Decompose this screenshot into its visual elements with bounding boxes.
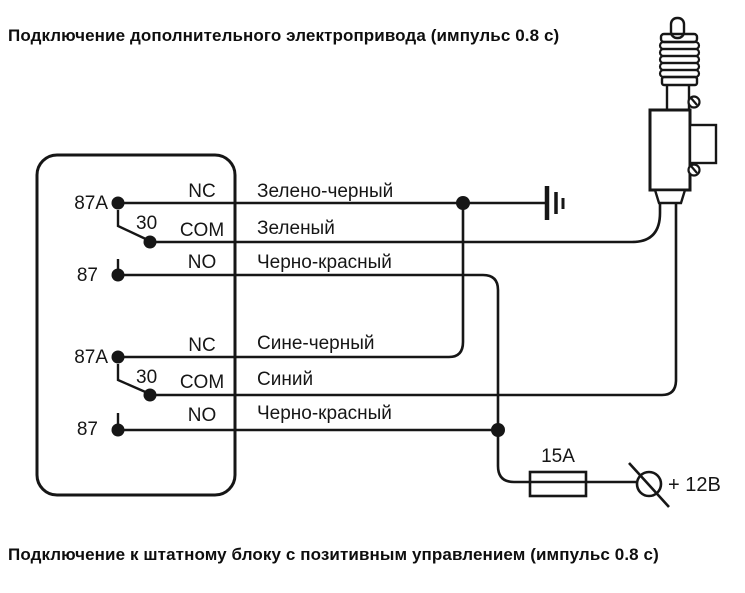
wire-blue-black [118,203,465,359]
page-title-bottom: Подключение к штатному блоку с позитивны… [8,545,659,564]
junction-dot-power [491,423,505,437]
actuator-collar [660,75,699,87]
actuator-body [648,108,692,192]
pin-label-87a-1: 87A [74,193,108,214]
contact-label-nc-1: NC [188,181,216,202]
actuator-wire-boot [653,188,687,205]
contact-label-no-1: NO [187,252,217,273]
chassis-ground-icon [544,186,565,220]
pin-label-30-1: 30 [136,213,158,234]
actuator-side-connector [688,123,718,165]
wire-label-green-black: Зелено-черный [257,181,394,202]
contact-label-nc-2: NC [188,335,216,356]
wire-label-blue: Синий [257,369,314,390]
fuse-rating-label: 15A [541,446,575,467]
contact-label-com-1: COM [179,220,225,241]
actuator-neck [665,85,691,110]
terminal-dot-30-1 [143,235,157,249]
relay-armature-1 [116,210,151,243]
page-title-top: Подключение дополнительного электроприво… [8,26,560,45]
terminal-dot-30-2 [143,388,157,402]
wire-black-red-1 [118,273,637,484]
wire-label-blue-black: Сине-черный [257,333,375,354]
relay-armature-2 [116,364,151,396]
supply-voltage-label: + 12В [668,474,721,496]
pin-label-87a-2: 87A [74,347,108,368]
wire-label-black-red-1: Черно-красный [257,252,392,273]
junction-dot-ground [456,196,470,210]
door-lock-actuator-icon [648,16,718,205]
pin-label-87-1: 87 [76,265,98,286]
pin-label-30-2: 30 [136,367,158,388]
connection-dots [111,196,505,437]
wire-label-green: Зеленый [257,218,335,239]
fuse-icon [528,470,588,498]
wire-blue [150,202,678,397]
terminal-dot-87a-2 [111,350,125,364]
actuator-screws [687,95,701,177]
actuator-bellows [658,40,701,79]
wire-label-black-red-2: Черно-красный [257,403,392,424]
terminal-dot-87a-1 [111,196,125,210]
terminal-dot-87-2 [111,423,125,437]
power-terminal-icon [628,462,670,508]
pin-label-87-2: 87 [76,419,98,440]
actuator-knob [669,16,686,40]
wire-green [150,202,662,244]
terminal-dot-87-1 [111,268,125,282]
contact-label-no-2: NO [187,405,217,426]
contact-label-com-2: COM [179,372,225,393]
relay-box-outline [35,153,237,497]
